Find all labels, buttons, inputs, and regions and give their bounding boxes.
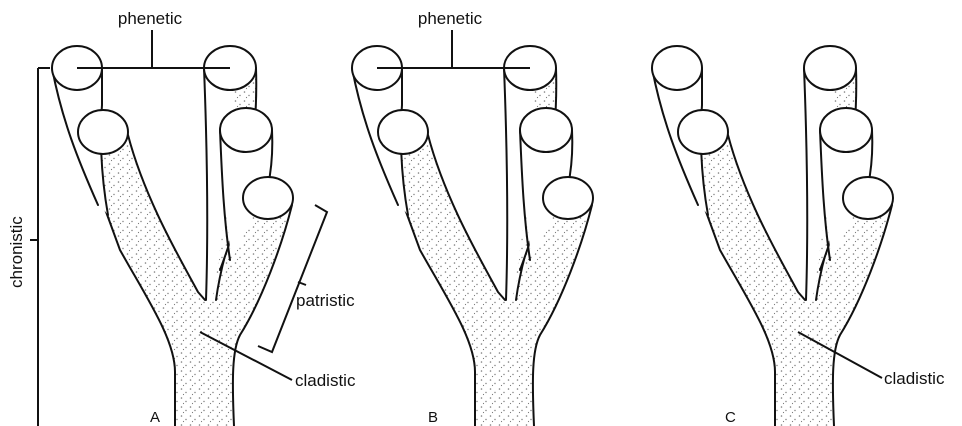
phenetic-label-a: phenetic — [118, 9, 183, 28]
tree-c: cladistic C — [652, 46, 945, 426]
panel-label-a: A — [150, 409, 160, 426]
chronistic-label: chronistic — [7, 216, 26, 288]
phenetic-label-b: phenetic — [418, 9, 483, 28]
tree-b: phenetic B — [352, 9, 593, 426]
panel-label-c: C — [725, 409, 736, 426]
chronistic-bracket — [30, 68, 50, 426]
tree-a: phenetic patristic cladistic A — [52, 9, 356, 426]
tree-b-shape — [352, 46, 593, 426]
patristic-label: patristic — [296, 291, 355, 310]
tree-c-shape — [652, 46, 893, 426]
cladistic-label-a: cladistic — [295, 371, 356, 390]
panel-label-b: B — [428, 409, 438, 426]
cladistic-label-c: cladistic — [884, 369, 945, 388]
tree-a-shape — [52, 46, 293, 426]
